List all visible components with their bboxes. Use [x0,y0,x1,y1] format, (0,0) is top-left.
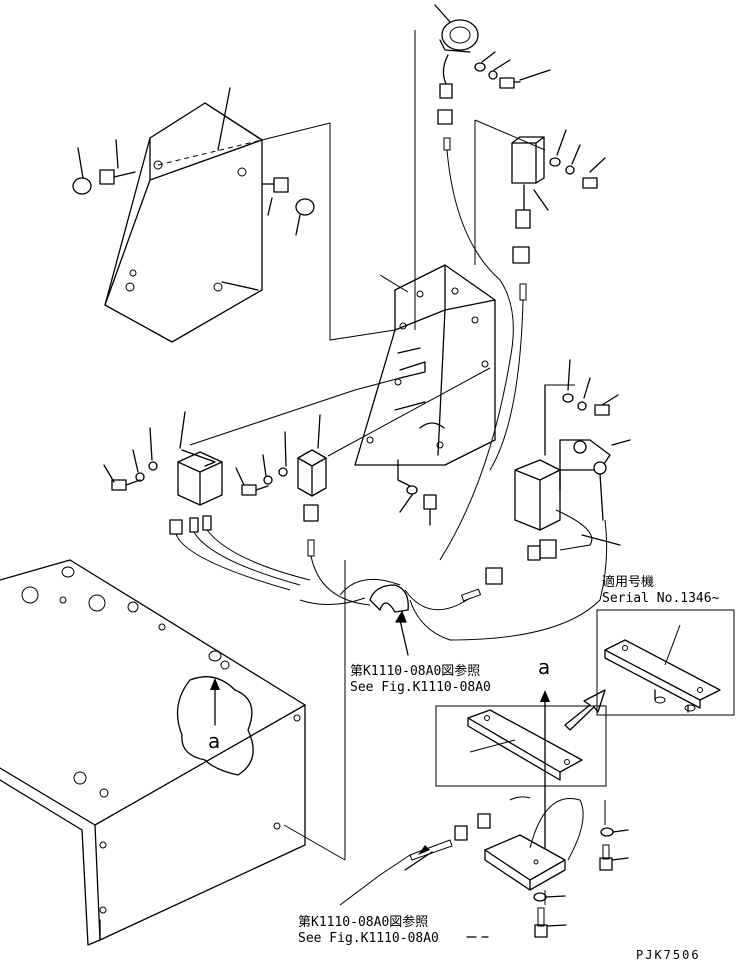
plate-inset [435,690,607,861]
relay-left-hardware [103,427,158,491]
box-to-bracket-line [261,122,396,341]
cover-box [104,102,263,343]
relay-middle-leader [327,367,491,457]
serial-label-jp: 適用号機 [602,575,655,590]
relay-left-leader [189,377,401,446]
ref-label-bottom-en: See Fig.K1110-08A0 [298,931,439,946]
controller-hardware [562,359,619,416]
box-leader [217,87,231,151]
bolt-right-of-box [261,177,289,216]
bracket-bolt [397,459,437,526]
horn [434,4,514,561]
ref-label-bottom-jp: 第K1110-08A0図参照 [298,915,429,930]
cap-left [72,147,92,195]
horn-hardware [474,51,551,89]
serial-inset [596,609,735,716]
relay-middle-hardware [235,431,288,496]
cap-right [295,198,315,236]
flasher-hardware [549,129,606,189]
ref-label-top-jp: 第K1110-08A0図参照 [350,664,481,679]
relay-left [169,411,311,591]
ref-arrow-top [395,611,409,656]
big-arrow [564,689,606,731]
lower-hardware [533,800,629,938]
cable-clamp [299,578,471,613]
view-a-blob-left [176,676,254,776]
drawing-code: PJK7506 [636,948,701,962]
serial-label-en: Serial No.1346~ [602,591,720,606]
ref-arrow-bottom-shaft [339,854,411,906]
ref-label-top-en: See Fig.K1110-08A0 [350,680,491,695]
flasher-leader-line [474,119,546,265]
ref-arrow-bottom-head [418,845,430,855]
bolt-left [99,139,136,185]
base-frame [0,559,346,946]
center-bracket [354,264,496,466]
switch-assembly [409,439,631,641]
relay-middle [297,414,371,606]
bracket-leader [379,274,409,293]
lower-sensor [404,796,584,891]
view-mark-right: a [538,655,551,679]
view-mark-left: a [208,729,221,753]
flasher-unit [489,136,549,471]
controller-unit [514,384,575,531]
